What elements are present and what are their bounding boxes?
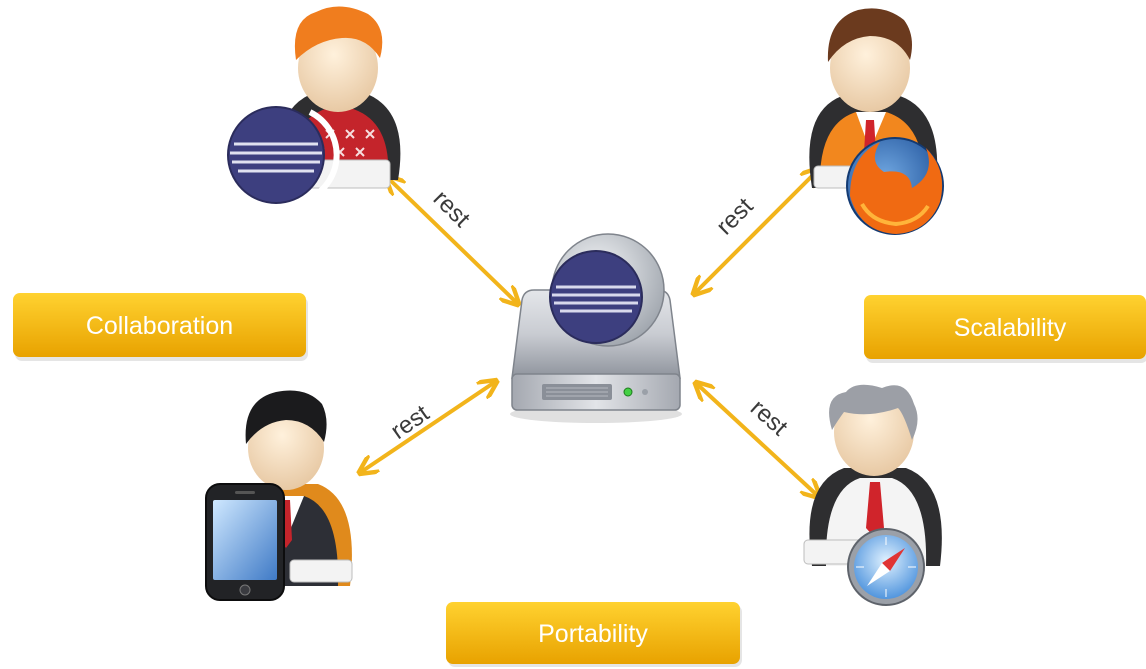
portability-text: Portability	[538, 620, 648, 648]
user-red-sweater-icon	[227, 6, 401, 204]
eclipse-icon	[549, 250, 643, 344]
scalability-text: Scalability	[954, 314, 1067, 342]
connection-bottom-right: rest	[697, 384, 818, 496]
portability-label: Portability	[446, 602, 742, 667]
eclipse-icon	[227, 106, 340, 204]
connection-top-right: rest	[695, 170, 818, 293]
firefox-icon	[846, 137, 944, 235]
server-icon	[510, 233, 682, 423]
collaboration-label: Collaboration	[13, 293, 308, 361]
connection-top-left: rest	[388, 178, 517, 303]
rest-label-bottom-left: rest	[386, 400, 435, 445]
safari-compass-icon	[847, 528, 925, 606]
rest-label-top-right: rest	[711, 193, 759, 241]
user-orange-suit-icon	[809, 8, 944, 235]
user-dark-suit-icon	[205, 390, 353, 601]
connection-bottom-left: rest	[361, 382, 495, 472]
collaboration-text: Collaboration	[86, 312, 233, 340]
phone-icon	[205, 483, 285, 601]
scalability-label: Scalability	[864, 295, 1146, 363]
user-grey-hair-icon	[803, 384, 942, 606]
